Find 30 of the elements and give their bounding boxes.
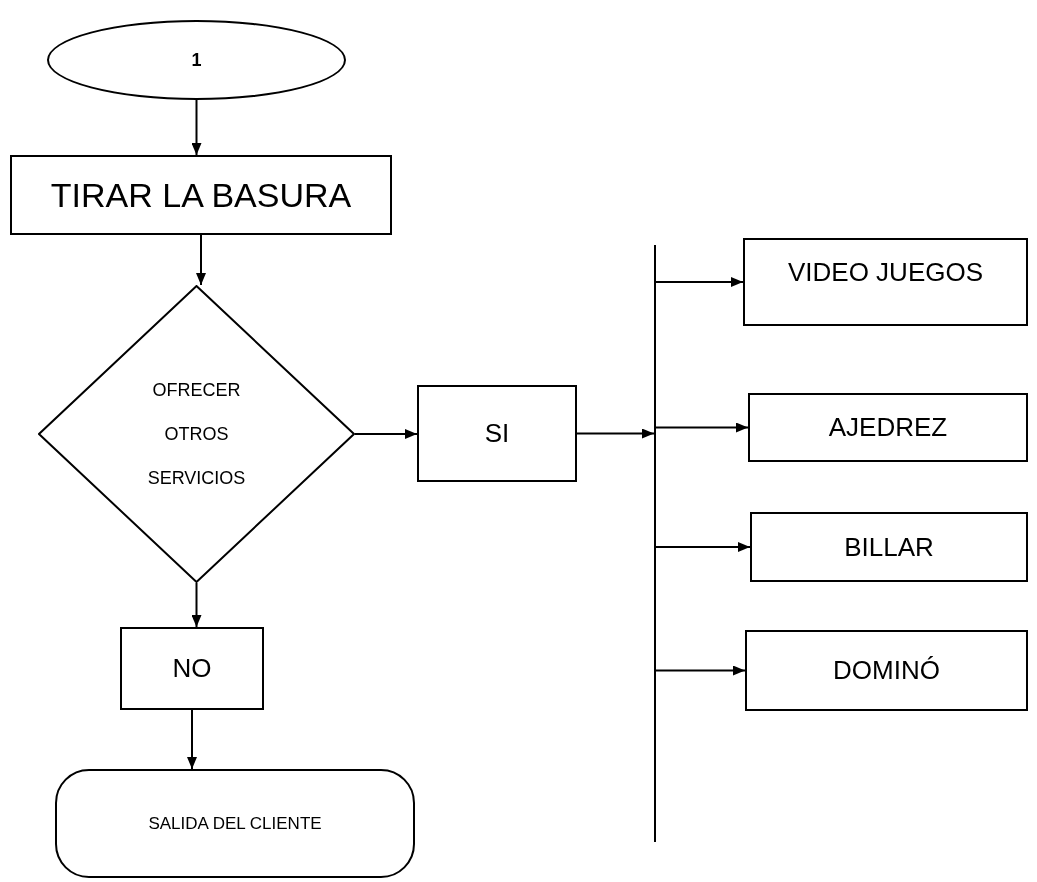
process-box — [120, 627, 264, 710]
arrow — [655, 422, 749, 433]
arrow — [655, 277, 744, 287]
node-label: DOMINÓ — [833, 654, 940, 687]
arrow — [191, 582, 202, 628]
process-box — [417, 385, 577, 482]
node-label: VIDEO JUEGOS — [787, 255, 983, 289]
arrow — [655, 542, 751, 552]
terminal-box — [55, 769, 415, 878]
process-box — [745, 630, 1028, 711]
node-label: AJEDREZ — [828, 411, 948, 444]
node-label: OFRECER OTROS SERVICIOS — [146, 379, 247, 490]
arrow — [576, 428, 655, 439]
node-label: TIRAR LA BASURA — [50, 174, 352, 216]
arrow — [191, 99, 202, 156]
node-label: BILLAR — [844, 530, 934, 564]
arrow — [655, 665, 746, 676]
node-label: NO — [172, 652, 212, 685]
process-box — [10, 155, 392, 235]
arrow — [187, 709, 197, 770]
process-box — [743, 238, 1028, 326]
process-box — [750, 512, 1028, 582]
arrow — [196, 234, 206, 286]
process-box — [748, 393, 1028, 462]
node-label: SI — [484, 417, 510, 450]
decision-diamond — [38, 285, 355, 583]
node-label: SALIDA DEL CLIENTE — [148, 812, 322, 835]
node-label: 1 — [191, 48, 202, 72]
bus-line — [654, 245, 656, 842]
arrow — [354, 429, 418, 439]
